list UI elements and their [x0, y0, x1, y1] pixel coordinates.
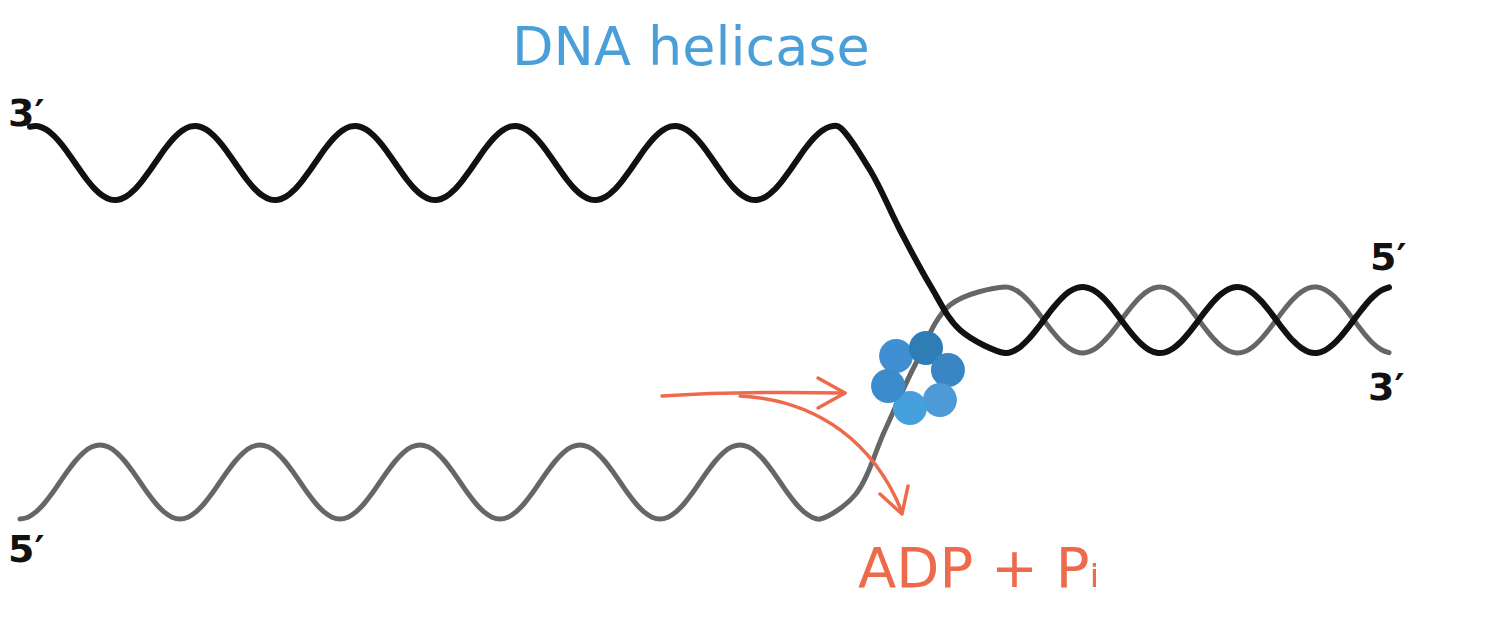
dna-strand	[30, 126, 1389, 354]
helicase-subunit	[871, 369, 905, 403]
product-label: ADP + Pᵢ	[858, 540, 1100, 596]
strand-end-label: 3′	[8, 94, 44, 132]
helicase-ring	[871, 331, 965, 425]
helicase-subunit	[923, 383, 957, 417]
helicase-subunit	[879, 339, 913, 373]
arrow-head	[818, 378, 845, 408]
helicase-subunit	[931, 353, 965, 387]
atp-arrows	[662, 378, 908, 514]
arrow-line	[740, 396, 902, 512]
strand-end-label: 5′	[1370, 238, 1406, 276]
strand-end-label: 5′	[8, 530, 44, 568]
title-label: DNA helicase	[512, 20, 870, 74]
strand-end-label: 3′	[1368, 368, 1404, 406]
arrow-head	[880, 486, 908, 514]
dna-strand	[20, 287, 1389, 519]
